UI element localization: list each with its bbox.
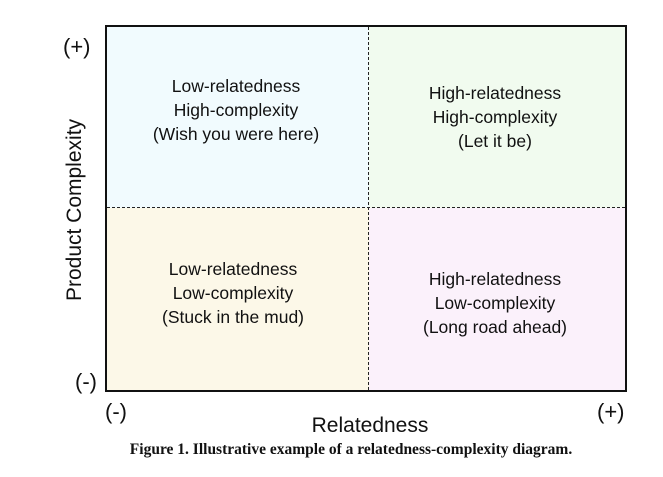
diagram-frame: Low-relatedness High-complexity (Wish yo… [105,25,627,392]
quadrant-bottom-left: Low-relatedness Low-complexity (Stuck in… [107,208,369,390]
quadrant-top-right: High-relatedness High-complexity (Let it… [369,27,625,208]
y-axis-label: Product Complexity [63,118,86,302]
quadrant-bottom-right-line-2: Low-complexity [434,293,556,313]
quadrant-top-left-line-1: Low-relatedness [171,75,301,96]
quadrant-bottom-right-line-1: High-relatedness [428,269,562,289]
vertical-dashed-divider [368,27,369,390]
quadrant-bottom-left-line-1: Low-relatedness [168,259,298,279]
horizontal-dashed-divider [107,207,625,208]
quadrant-top-left: Low-relatedness High-complexity (Wish yo… [107,27,369,208]
quadrant-top-left-line-2: High-complexity [173,99,299,120]
quadrant-top-right-line-3: (Let it be) [458,130,532,151]
figure-caption: Figure 1. Illustrative example of a rela… [129,441,573,458]
quadrant-bottom-left-line-2: Low-complexity [172,283,294,303]
quadrant-top-left-line-3: (Wish you were here) [152,123,320,144]
quadrant-top-right-line-2: High-complexity [432,106,558,127]
x-axis-right-tick: (+) [597,399,625,424]
y-axis-bottom-tick: (-) [75,369,97,394]
x-axis-label: Relatedness [311,414,429,437]
quadrant-bottom-right-line-3: (Long road ahead) [423,317,567,337]
quadrant-top-right-line-1: High-relatedness [428,82,562,103]
y-axis-top-tick: (+) [63,34,91,59]
x-axis-left-tick: (-) [105,399,127,424]
quadrant-bottom-left-line-3: (Stuck in the mud) [162,307,304,327]
quadrant-bottom-right: High-relatedness Low-complexity (Long ro… [369,208,625,390]
